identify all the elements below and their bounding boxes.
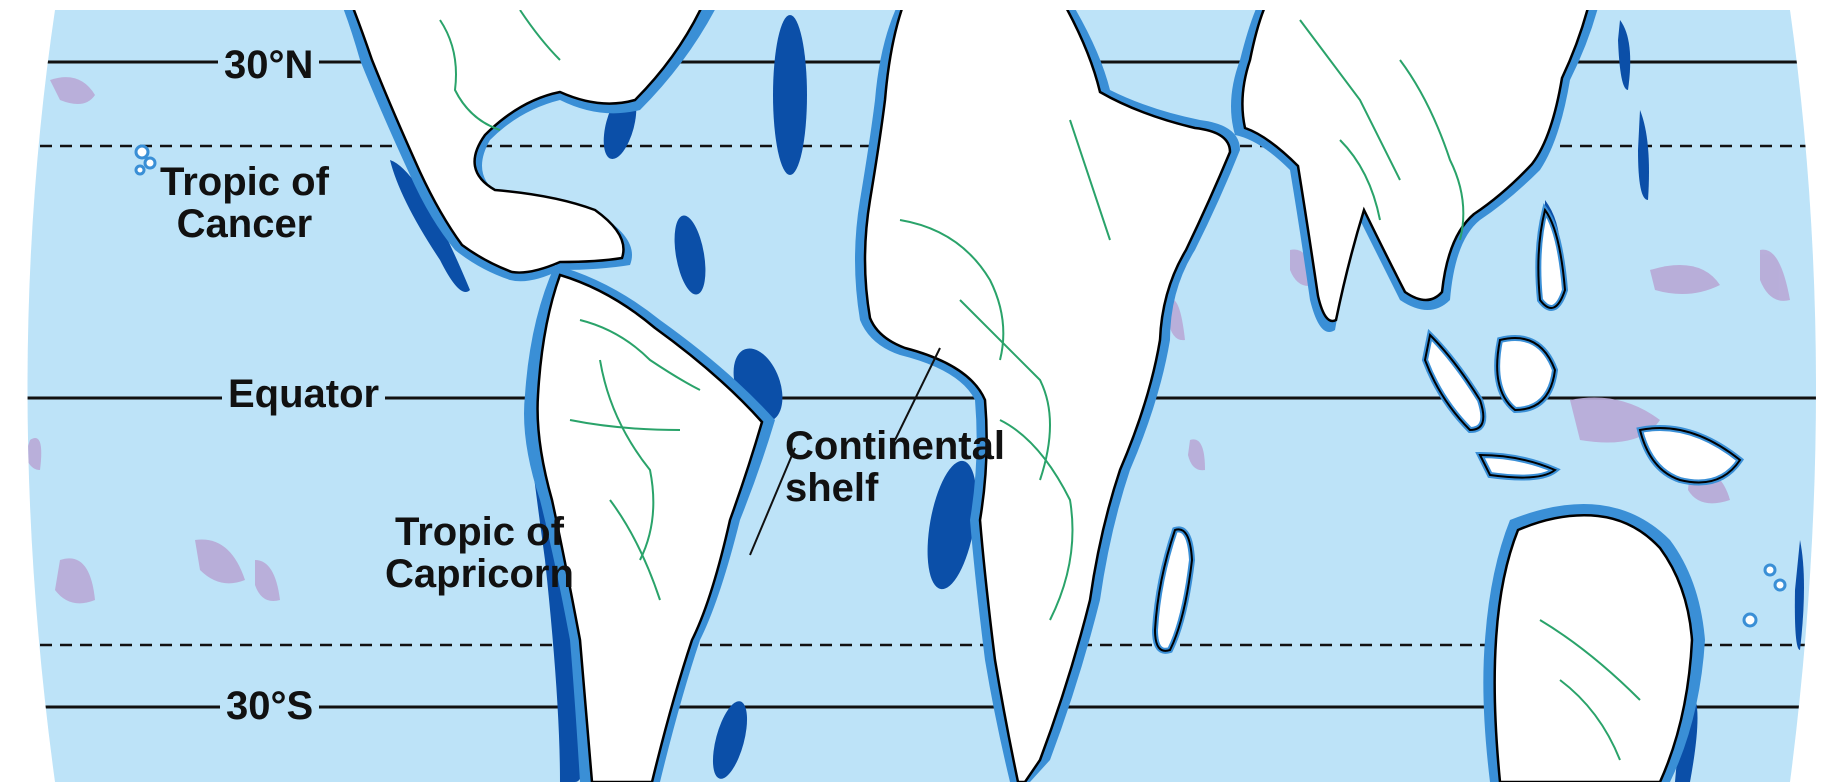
island-pacific-2	[1773, 578, 1787, 592]
island-hawaii-3	[134, 164, 146, 176]
north-america-land	[348, 10, 707, 274]
label-capricorn-line2: Capricorn	[385, 552, 574, 596]
island-hawaii-2	[143, 156, 157, 170]
island-pacific-1	[1763, 563, 1777, 577]
label-tropic-of-cancer: Tropic of Cancer	[160, 161, 329, 245]
label-cancer-line2: Cancer	[176, 202, 313, 246]
label-cancer-line1: Tropic of	[160, 160, 329, 204]
shelf-pointer-lines	[749, 347, 941, 556]
label-capricorn-line1: Tropic of	[395, 510, 564, 554]
label-continental-shelf: Continental shelf	[785, 425, 1005, 509]
continents	[134, 10, 1787, 782]
label-tropic-of-capricorn: Tropic of Capricorn	[385, 511, 574, 595]
africa-land	[863, 10, 1232, 782]
shallow-seafloor	[27, 77, 1790, 604]
label-30s-text: 30°S	[220, 684, 320, 728]
label-30n-text: 30°N	[218, 43, 320, 87]
asia-land	[1241, 10, 1592, 323]
australia-land	[1493, 514, 1694, 782]
label-30s: 30°S	[220, 684, 320, 728]
island-hawaii-1	[134, 144, 150, 160]
rivers	[439, 10, 1641, 761]
label-equator: Equator	[222, 372, 386, 416]
label-shelf-line2: shelf	[785, 466, 879, 510]
label-shelf-line1: Continental	[785, 424, 1005, 468]
label-30n: 30°N	[218, 43, 320, 87]
label-equator-text: Equator	[222, 372, 386, 416]
island-pacific-3	[1742, 612, 1758, 628]
